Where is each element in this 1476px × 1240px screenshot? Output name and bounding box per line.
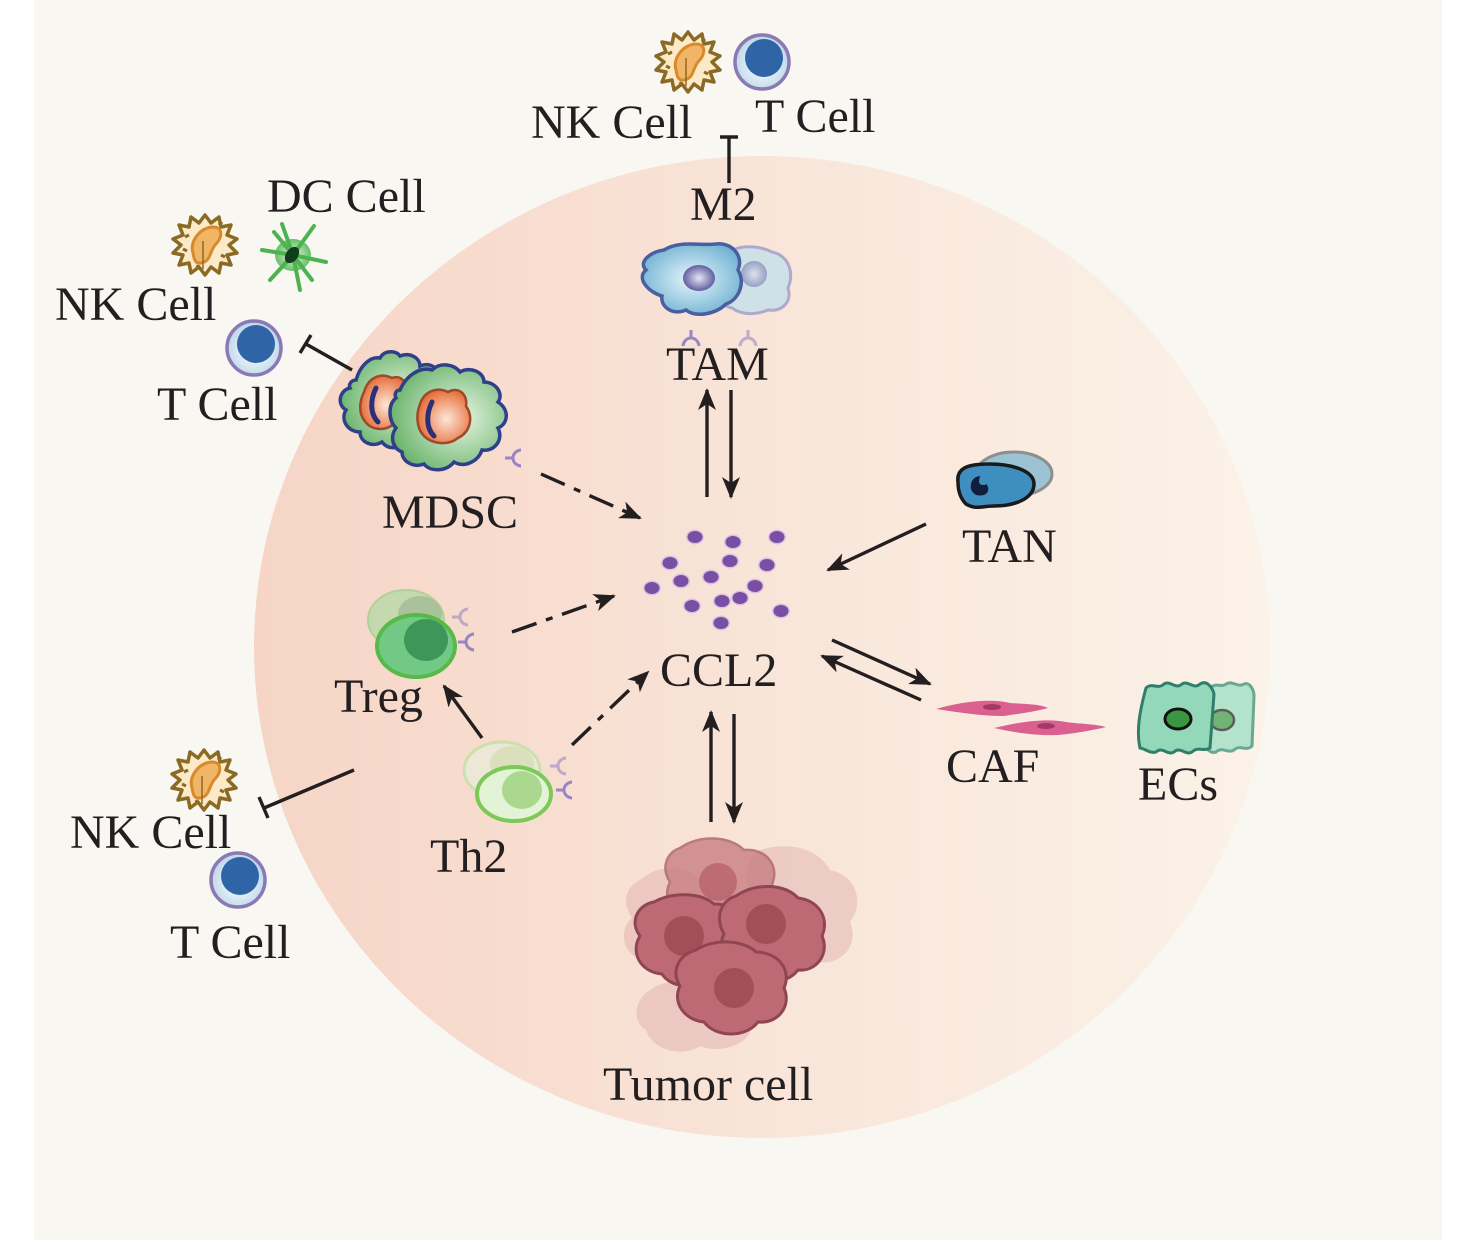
left-t-cell-label: T Cell (157, 378, 277, 431)
tumor-cell-label: Tumor cell (603, 1058, 813, 1111)
ccl2-dot (644, 582, 660, 594)
ccl2-dot (769, 531, 785, 543)
th2-cell-icon (462, 740, 574, 823)
mdsc-icon (338, 350, 523, 472)
ccl2-dot (725, 536, 741, 548)
ccl2-dot (687, 531, 703, 543)
bottom-nk-cell-icon (170, 748, 238, 812)
th2-label: Th2 (430, 830, 507, 883)
treg-inhibition-connector (257, 768, 355, 819)
ccl2-dot (732, 592, 748, 604)
dc-cell-icon (260, 222, 328, 292)
caf-label: CAF (946, 740, 1039, 793)
mdsc-inhibition-connector (298, 334, 353, 372)
ccl2-dot (722, 555, 738, 567)
ccl2-chemokine-dots-icon (643, 529, 790, 631)
ccl2-dot (662, 557, 678, 569)
tumor-microenvironment-circle (254, 156, 1270, 1138)
ccl2-dot (684, 600, 700, 612)
top-nk-cell-icon (654, 30, 722, 94)
tan-neutrophil-icon (956, 450, 1054, 510)
tam-label: TAM (666, 338, 769, 391)
left-t-cell-icon (225, 319, 283, 377)
ccl2-dot (703, 571, 719, 583)
bottom-t-cell-label: T Cell (170, 916, 290, 969)
th2-to-ccl2-arrow (570, 670, 650, 747)
tumor-cell-cluster-icon (623, 837, 858, 1052)
bottom-t-cell-icon (209, 851, 267, 909)
ccl2-to-caf-arrow (831, 638, 932, 686)
left-nk-cell-label: NK Cell (55, 278, 216, 331)
ccl2-label: CCL2 (660, 644, 777, 697)
endothelial-cells-icon (1136, 681, 1256, 755)
ecs-label: ECs (1138, 758, 1218, 811)
ccl2-dot (759, 559, 775, 571)
top-t-cell-label: T Cell (755, 90, 875, 143)
mdsc-to-ccl2-arrow (540, 472, 642, 520)
m2-inhibition-connector (720, 135, 738, 183)
mdsc-label: MDSC (382, 486, 518, 539)
th2-to-treg-arrow (442, 684, 484, 740)
tan-label: TAN (962, 520, 1057, 573)
treg-label: Treg (334, 670, 423, 723)
treg-to-ccl2-arrow (511, 594, 616, 634)
ccl2-dot (773, 605, 789, 617)
m2-label: M2 (690, 178, 757, 231)
caf-to-ccl2-arrow (820, 654, 922, 702)
top-nk-cell-label: NK Cell (531, 96, 692, 149)
ccl2-dot (713, 617, 729, 629)
treg-cell-icon (367, 589, 476, 679)
dc-cell-label: DC Cell (267, 170, 426, 223)
caf-fibroblast-icon (936, 700, 1106, 736)
ccl2-dot (747, 580, 763, 592)
tam-macrophage-icon (640, 242, 793, 348)
ccl2-dot (714, 595, 730, 607)
bottom-nk-cell-label: NK Cell (70, 806, 231, 859)
tan-to-ccl2-arrow (826, 522, 927, 572)
top-t-cell-icon (733, 33, 791, 91)
left-nk-cell-icon (171, 213, 239, 277)
ccl2-dot (673, 575, 689, 587)
